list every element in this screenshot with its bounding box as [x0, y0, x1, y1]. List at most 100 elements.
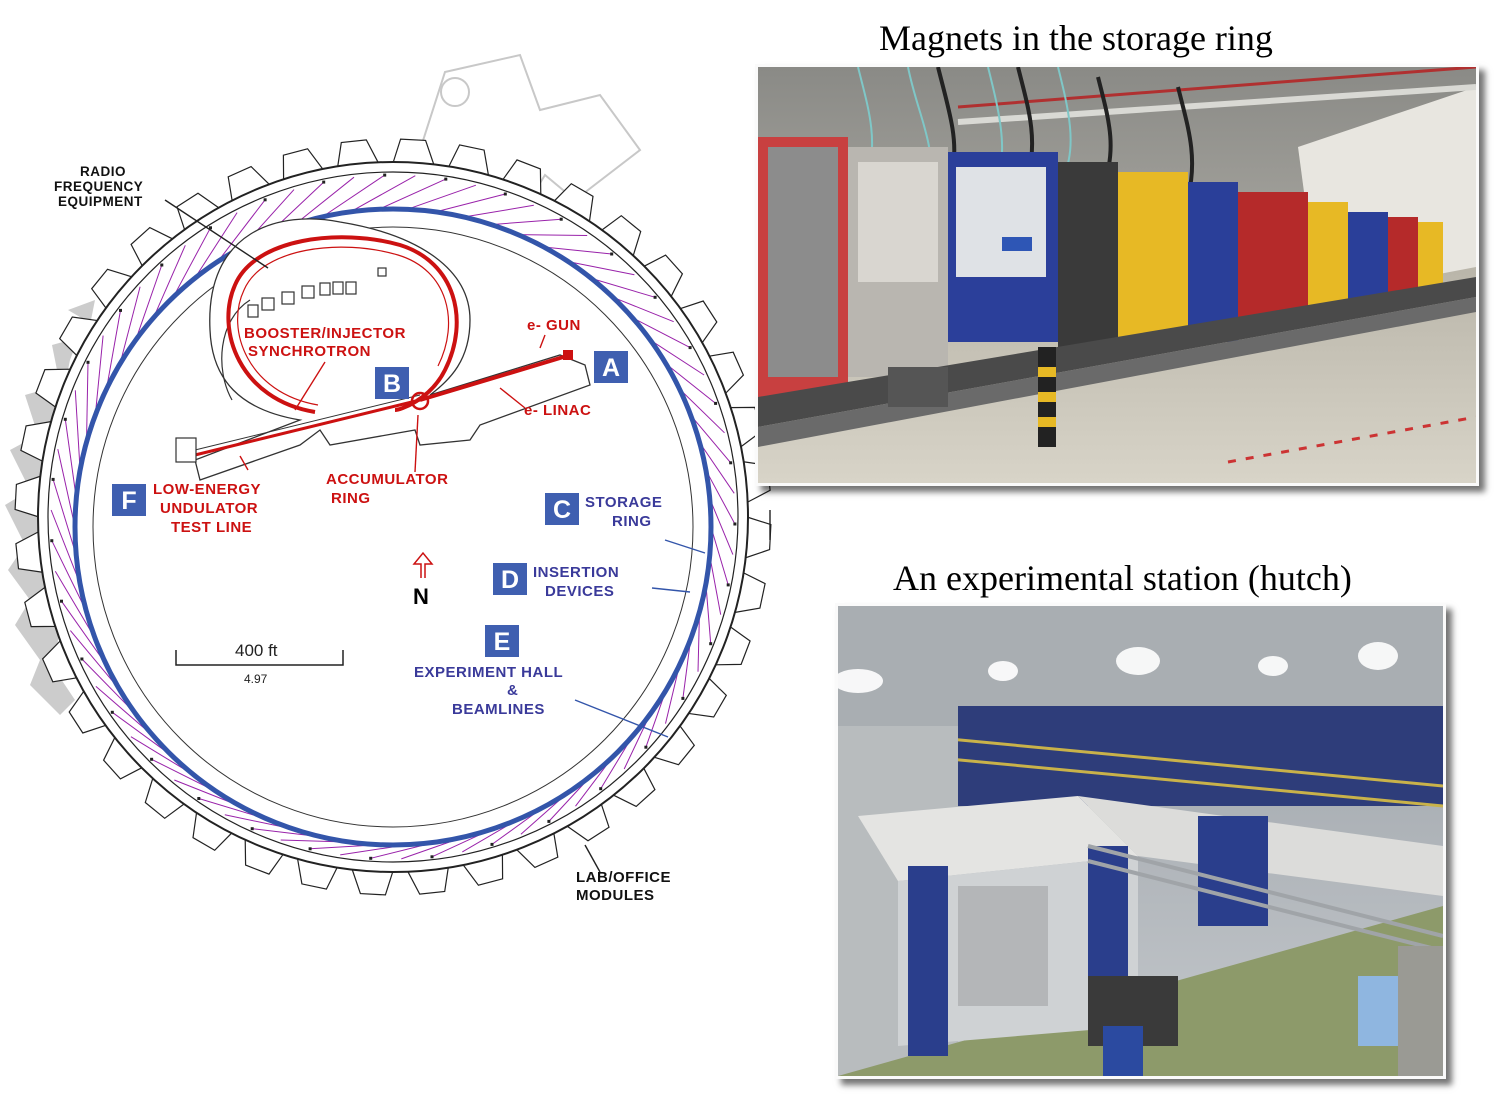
beamline [54, 570, 96, 639]
beamline-station [681, 696, 685, 700]
label-lab-office-line1: LAB/OFFICE [576, 869, 671, 886]
beamline [153, 245, 186, 319]
beamline [709, 555, 722, 615]
test-line-end-block [175, 437, 197, 463]
svg-text:C: C [553, 496, 571, 524]
booster-building [194, 218, 591, 481]
north-label: N [413, 584, 429, 609]
label-lab-office-line2: MODULES [576, 887, 655, 904]
label-e-gun: e- GUN [527, 317, 581, 334]
beamlines [50, 174, 736, 860]
beamline [632, 317, 691, 349]
svg-text:F: F [121, 487, 136, 515]
beamline-station [653, 295, 657, 299]
label-booster-line1: BOOSTER/INJECTOR [244, 325, 406, 342]
label-insertion-line2: DEVICES [545, 583, 614, 600]
label-storage-line2: RING [612, 513, 652, 530]
rf-equipment-boxes [247, 267, 387, 318]
beamline [321, 174, 385, 218]
storage-ring-line [72, 206, 714, 848]
beamline [679, 388, 725, 434]
beamline-station [197, 797, 201, 800]
accumulator-ring [410, 391, 430, 411]
magnets-storage-ring-photo [755, 64, 1479, 486]
beamline-station [599, 787, 603, 791]
label-booster-line2: SYNCHROTRON [248, 343, 371, 360]
label-accumulator-line1: ACCUMULATOR [326, 471, 448, 488]
beamline-station [490, 842, 494, 846]
beamline [709, 498, 734, 555]
beamline [705, 469, 736, 525]
synchrotron-outer-arc [221, 299, 251, 401]
beamline [64, 419, 77, 499]
label-experiment-line1: EXPERIMENT HALL [414, 664, 563, 681]
e-gun [563, 350, 573, 360]
beamline [407, 184, 477, 210]
beamline-station [119, 308, 122, 312]
box-b: B [375, 367, 409, 399]
beamline-station [503, 192, 507, 196]
box-e: E [485, 625, 519, 657]
experiment-hall-inner-wall [47, 171, 739, 863]
beamline [435, 193, 506, 213]
beamline [74, 390, 81, 471]
beamline-station [209, 226, 212, 230]
label-e-linac: e- LINAC [524, 402, 591, 419]
beamline [94, 335, 104, 416]
beamline [57, 448, 76, 528]
beamline [86, 362, 89, 443]
beamline [194, 212, 238, 279]
beamline [568, 261, 635, 276]
label-experiment-line2: & [507, 682, 518, 699]
beamline [172, 227, 211, 298]
booster-synchrotron-ring-inner [237, 246, 450, 406]
experimental-station-photo [835, 603, 1446, 1079]
beamline-station [60, 599, 63, 603]
label-low-energy-line2: UNDULATOR [160, 500, 258, 517]
beamline [52, 479, 77, 556]
beamline [135, 264, 163, 341]
beamline-station [547, 819, 551, 823]
label-accumulator-line2: RING [331, 490, 371, 507]
hutch-photo-title: An experimental station (hutch) [893, 558, 1352, 598]
svg-text:B: B [383, 370, 401, 398]
beamline [50, 509, 81, 584]
beamline [665, 363, 716, 404]
beamline [378, 178, 447, 210]
beamline-station [714, 401, 718, 405]
beamline-station [610, 252, 614, 256]
beamline-stations [50, 173, 737, 860]
label-low-energy-line1: LOW-ENERGY [153, 481, 261, 498]
box-c: C [545, 493, 579, 525]
svg-text:E: E [494, 628, 511, 656]
beamline-station [709, 642, 713, 646]
beamline [491, 218, 562, 226]
beamline [699, 442, 735, 494]
beamline-station [63, 417, 67, 421]
label-radio-frequency-line1: RADIO [80, 164, 126, 179]
label-low-energy-line3: TEST LINE [171, 519, 252, 536]
e-linac [419, 353, 571, 402]
beamline-station [688, 346, 692, 350]
beamline-station [263, 198, 267, 202]
pointer-lines [164, 199, 771, 873]
beamline-station [308, 847, 312, 851]
beamline-station [559, 217, 563, 221]
beamline-station [86, 360, 90, 364]
scale-sub-label: 4.97 [244, 672, 268, 686]
beamline-station [150, 757, 154, 761]
beamline-station [369, 856, 373, 860]
label-radio-frequency-line2: FREQUENCY [54, 179, 143, 194]
beamline-station [430, 855, 434, 859]
beamline-station [50, 539, 54, 543]
beamline [612, 296, 674, 323]
beamline [119, 286, 141, 365]
label-experiment-line3: BEAMLINES [452, 701, 545, 718]
beamline [710, 526, 729, 586]
beamline [350, 175, 416, 213]
beamline-station [322, 180, 326, 184]
beamline-station [644, 745, 648, 749]
box-d: D [493, 563, 527, 595]
beamline [591, 277, 656, 298]
scale-bar: 400 ft 4.97 [175, 641, 344, 686]
